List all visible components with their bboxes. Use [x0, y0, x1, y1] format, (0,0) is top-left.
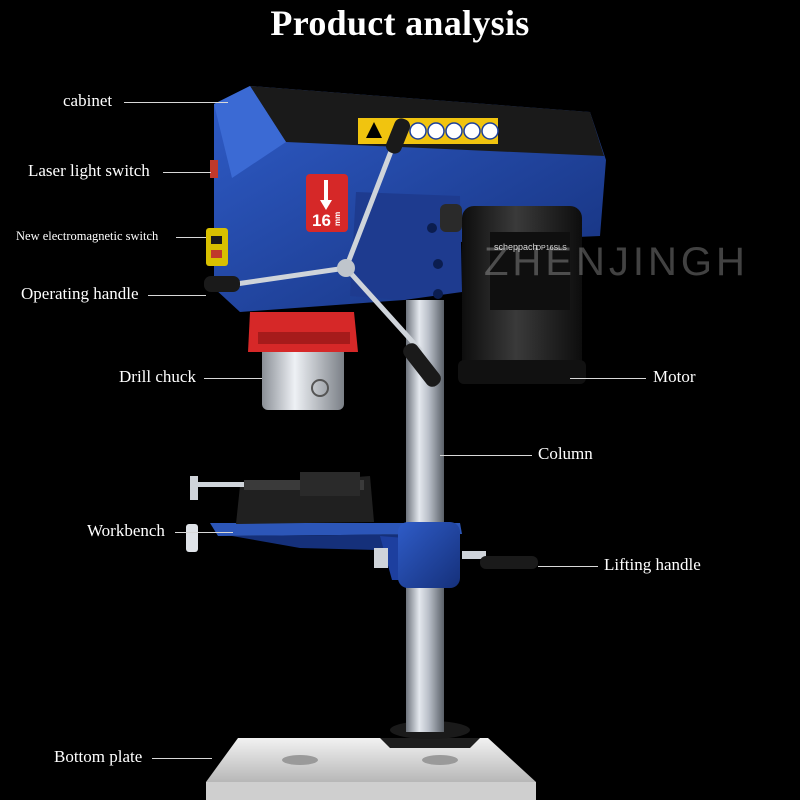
label-workbench: Workbench: [87, 521, 165, 540]
label-laser-light-switch: Laser light switch: [28, 161, 150, 180]
leader-motor: [570, 378, 646, 379]
label-electromagnetic-switch: New electromagnetic switch: [16, 229, 159, 243]
label-column: Column: [538, 444, 593, 463]
badge-unit: mm: [333, 212, 342, 226]
label-drill-chuck: Drill chuck: [119, 367, 196, 386]
watermark: ZHENJINGH: [484, 240, 749, 284]
label-operating-handle: Operating handle: [21, 284, 139, 303]
label-lifting-handle: Lifting handle: [604, 555, 701, 574]
drill-chuck-shape: [248, 312, 358, 410]
workbench-shape: [186, 472, 462, 588]
leader-column: [440, 455, 532, 456]
cabinet-shape: [206, 86, 606, 312]
badge-size: 16: [312, 211, 331, 230]
motor-shape: scheppach DP16SLS: [458, 206, 586, 384]
page-title: Product analysis: [270, 3, 530, 43]
leader-operating-handle: [148, 295, 206, 296]
motor-model: DP16SLS: [536, 245, 567, 252]
leader-lifting-handle: [538, 566, 598, 567]
label-cabinet: cabinet: [63, 91, 113, 110]
bottom-plate-shape: [206, 721, 536, 800]
leader-workbench: [175, 532, 233, 533]
leader-drill-chuck: [204, 378, 262, 379]
leader-cabinet: [124, 102, 228, 103]
leader-electromagnetic-switch: [176, 237, 206, 238]
label-bottom-plate: Bottom plate: [54, 747, 143, 766]
lifting-handle-shape: [462, 551, 538, 569]
capacity-badge: 16 mm: [306, 174, 348, 232]
motor-brand: scheppach: [494, 242, 538, 252]
leader-laser-light-switch: [163, 172, 211, 173]
label-motor: Motor: [653, 367, 696, 386]
leader-bottom-plate: [152, 758, 212, 759]
